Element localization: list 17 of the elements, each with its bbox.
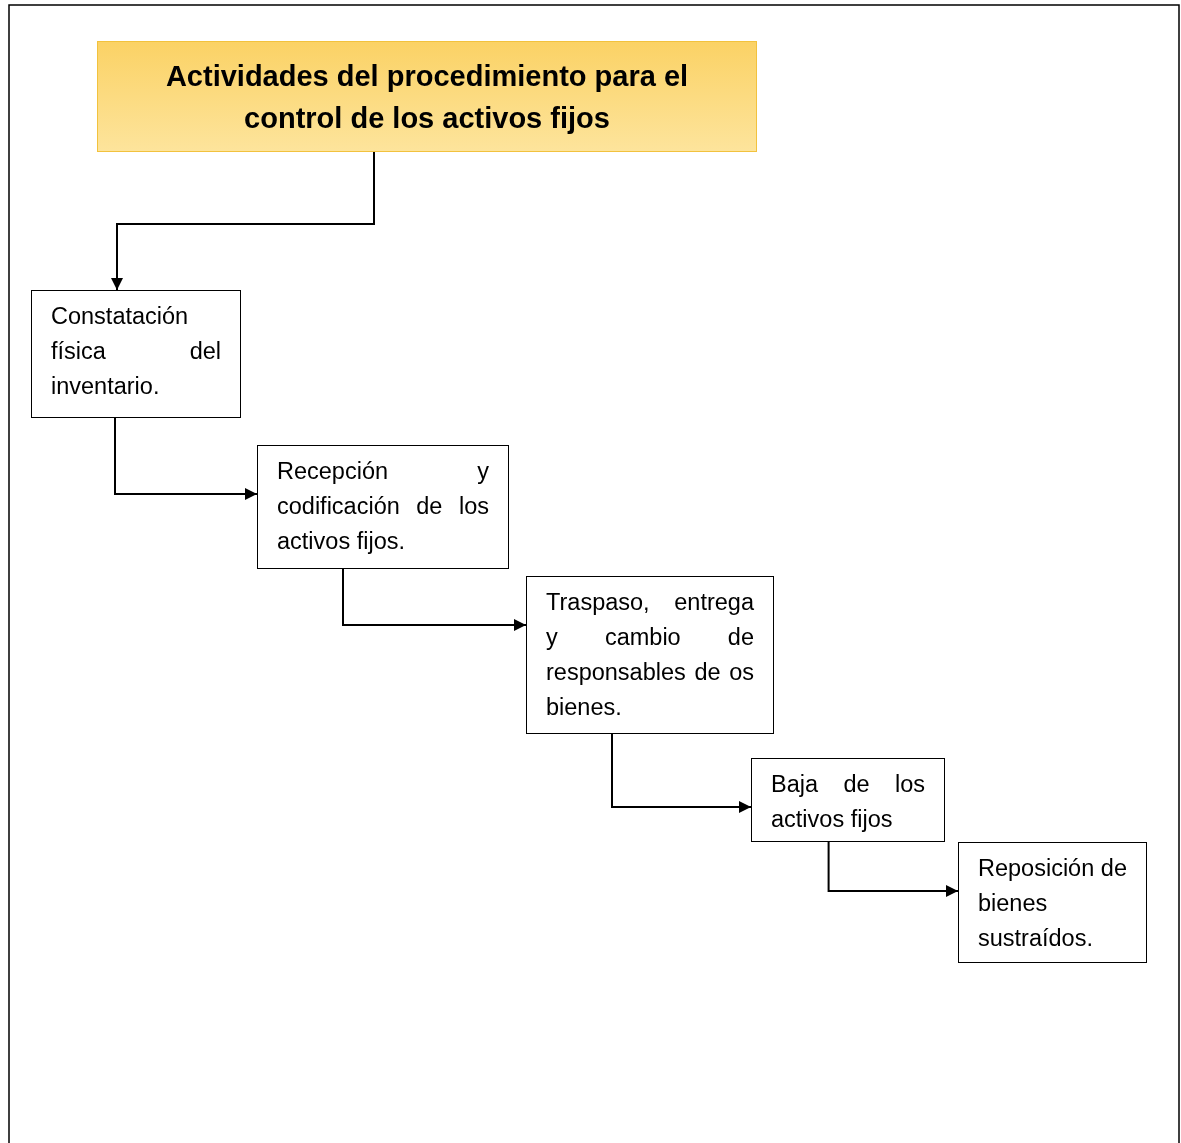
title-box — [97, 41, 757, 152]
step-text: Constatación física del inventario. — [51, 302, 221, 401]
process-box — [751, 758, 945, 842]
step-text: Baja de los activos fijos — [771, 770, 925, 834]
arrow — [611, 733, 752, 813]
step-text: Reposición de bienes sustraídos. — [978, 854, 1127, 953]
process-box — [526, 576, 774, 734]
arrow — [111, 151, 375, 291]
process-box — [31, 290, 241, 418]
title-text: Actividades del procedimiento para el control de los activos fijos — [164, 58, 690, 136]
arrow — [342, 568, 527, 631]
process-box — [257, 445, 509, 569]
process-box — [958, 842, 1147, 963]
step-text: Recepción y codificación de los activos fijos. — [277, 457, 489, 556]
step-text: Traspaso, entrega y cambio de responsables de os bienes. — [546, 588, 754, 722]
arrow — [827, 841, 959, 897]
arrow — [114, 417, 258, 500]
